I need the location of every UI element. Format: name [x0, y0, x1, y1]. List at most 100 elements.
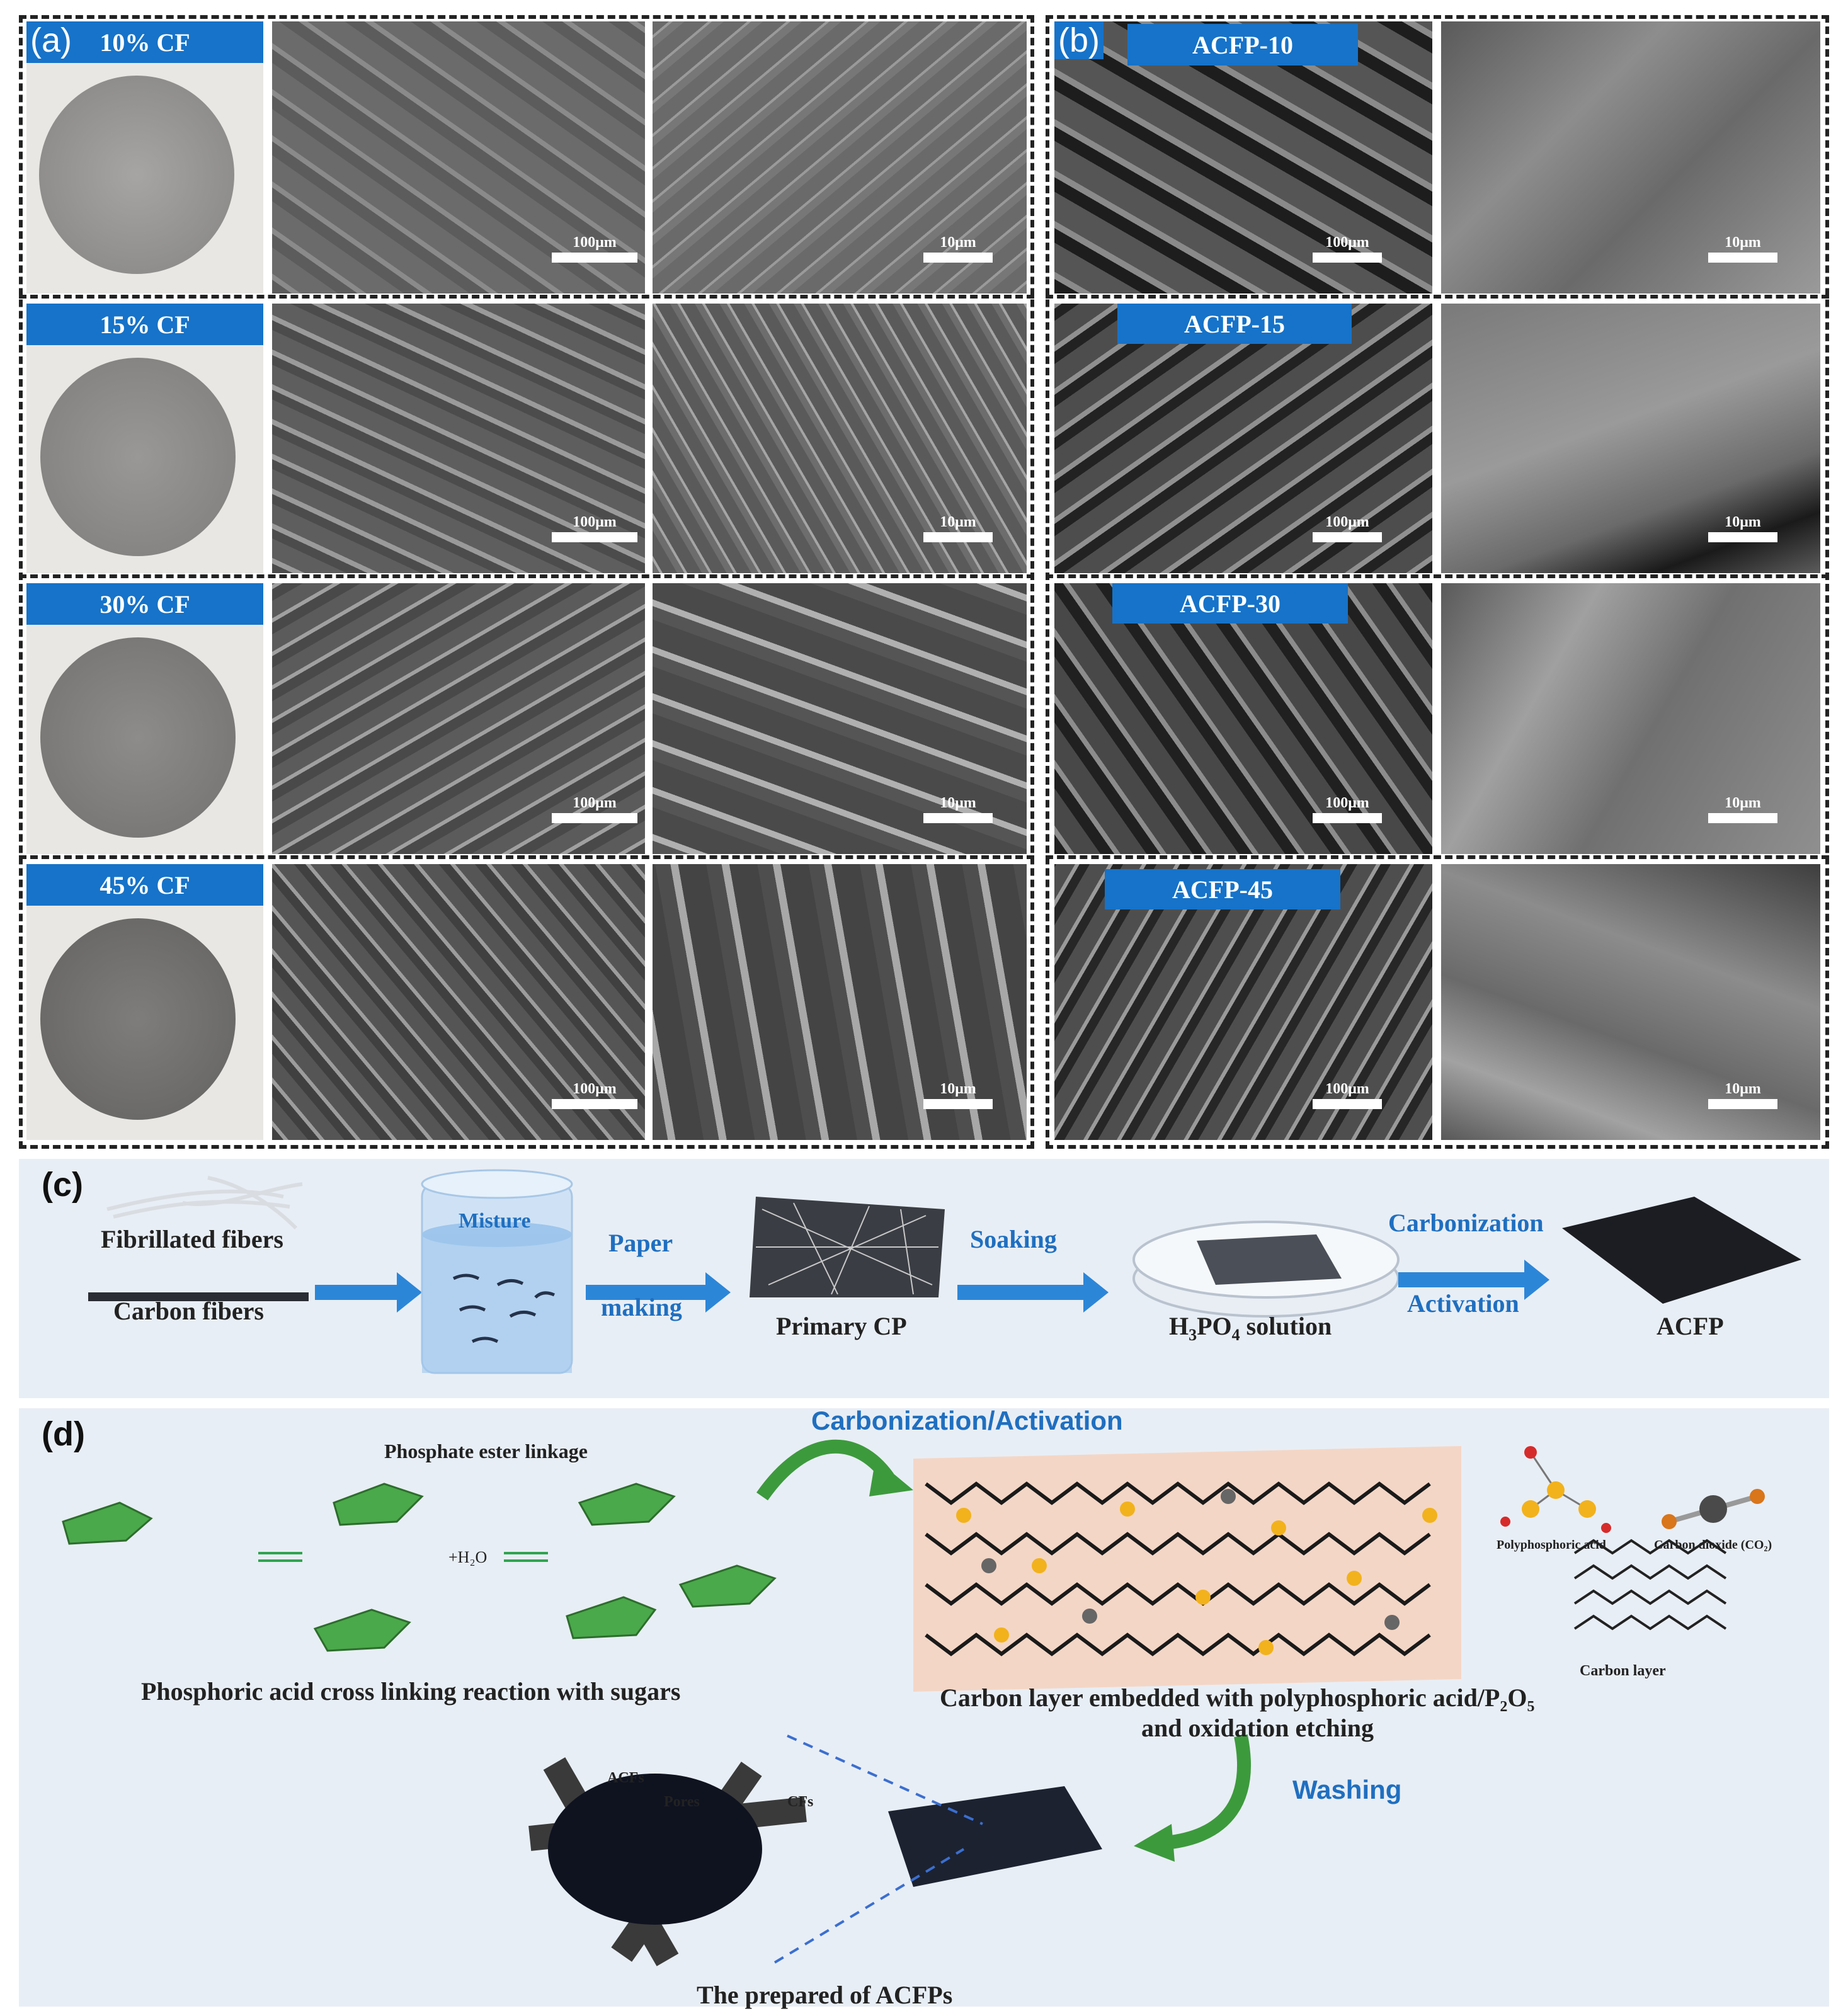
h3po4-sub: 3 [1189, 1326, 1197, 1344]
sem-image-high-mag [653, 583, 1027, 854]
row-divider [19, 574, 1034, 578]
scale-bar-100: 100μm [1313, 514, 1382, 542]
washing-arrow-head-icon [1134, 1824, 1175, 1862]
petri-dish-icon [1132, 1221, 1400, 1318]
sample-label: ACFP-45 [1105, 869, 1340, 909]
sem-image-high-mag [1441, 864, 1820, 1140]
scale-label: 10μm [1725, 514, 1761, 530]
h3po4-part: solution [1240, 1312, 1332, 1340]
misture-label: Misture [459, 1209, 531, 1233]
sem-image-high-mag [1441, 304, 1820, 573]
acfp-label: ACFP [1657, 1312, 1724, 1340]
panel-letter-c: (c) [42, 1166, 83, 1204]
panel-letter-a: (a) [26, 21, 76, 59]
panel-a-frame [19, 15, 1034, 1149]
sem-image-low-mag [1054, 21, 1432, 293]
sem-image-low-mag [1054, 583, 1432, 854]
sample-label: 30% CF [26, 583, 263, 625]
sample-photo [26, 625, 263, 854]
sem-image-low-mag [272, 304, 645, 573]
sem-image-high-mag [653, 21, 1027, 293]
cfs-label: CFs [787, 1794, 814, 1810]
scale-bar-100: 100μm [1313, 1081, 1382, 1109]
sample-label: 15% CF [26, 304, 263, 345]
scale-label: 10μm [940, 234, 976, 251]
arrow-icon [957, 1272, 1109, 1313]
sample-disc [39, 76, 234, 274]
carbon-layer-icon [1573, 1539, 1727, 1631]
washing-arrow-icon [1164, 1734, 1251, 1850]
pores-label: Pores [664, 1794, 700, 1810]
sample-disc [40, 637, 236, 838]
acfp-sheet-icon [888, 1786, 1102, 1887]
prepared-caption: The prepared of ACFPs [697, 1981, 953, 2009]
sample-disc [40, 918, 236, 1120]
sem-image-high-mag [653, 304, 1027, 573]
acf-cluster-icon [528, 1757, 807, 1966]
sugar-molecule-icon [62, 1483, 777, 1652]
carbon-layer-caption-2: and oxidation etching [1141, 1714, 1374, 1742]
panel-b-frame [1046, 15, 1829, 1149]
sample-photo [26, 63, 263, 293]
carbon-layer-label: Carbon layer [1580, 1663, 1666, 1679]
activation-label: Activation [1407, 1289, 1519, 1318]
arrow-icon [1398, 1260, 1549, 1300]
scale-bar-10: 10μm [923, 795, 993, 823]
sample-label: 45% CF [26, 864, 263, 906]
scale-label: 100μm [1325, 795, 1369, 811]
curved-arrow-icon [756, 1439, 894, 1501]
scale-bar-10: 10μm [923, 234, 993, 263]
carbonization-label: Carbonization [1388, 1209, 1544, 1237]
sample-photo [26, 906, 263, 1140]
sample-disc [40, 358, 236, 556]
water-label: +H₂O [448, 1548, 488, 1566]
equilibrium-arrow-icon [258, 1552, 548, 1562]
carbonization-activation-label: Carbonization/Activation [811, 1406, 1123, 1435]
scale-bar-10: 10μm [923, 1081, 993, 1109]
polyphosphoric-acid-icon [1500, 1446, 1611, 1533]
scale-label: 100μm [1325, 234, 1369, 251]
sem-image-high-mag [1441, 583, 1820, 854]
co2-label: Carbon dioxide (CO₂) [1654, 1538, 1772, 1552]
carbon-lattice-icon [913, 1446, 1461, 1692]
scale-bar-100: 100μm [552, 514, 637, 542]
row-divider [1046, 295, 1829, 299]
process-flow-diagram [88, 1169, 1801, 1374]
scale-label: 100μm [1325, 514, 1369, 530]
sem-image-low-mag [1054, 304, 1432, 573]
curved-arrow-head-icon [869, 1459, 913, 1496]
panel-letter-d: (d) [42, 1415, 85, 1453]
row-divider [19, 855, 1034, 859]
arrow-icon [586, 1272, 731, 1313]
scale-bar-100: 100μm [552, 1081, 637, 1109]
primary-cp-icon [750, 1197, 945, 1297]
sem-image-high-mag [653, 864, 1027, 1140]
scale-label: 10μm [940, 514, 976, 530]
scale-label: 100μm [1325, 1081, 1369, 1097]
making-label: making [601, 1293, 682, 1321]
sample-label: ACFP-10 [1127, 24, 1358, 66]
mechanism-diagram [62, 1439, 1765, 1966]
scale-label: 100μm [573, 234, 617, 251]
fibrillated-fibers-label: Fibrillated fibers [101, 1225, 283, 1253]
scale-label: 10μm [1725, 795, 1761, 811]
sem-image-high-mag [1441, 21, 1820, 293]
scale-label: 10μm [1725, 1081, 1761, 1097]
h3po4-label: H3PO4 solution [1169, 1311, 1332, 1345]
scale-bar-100: 100μm [1313, 795, 1382, 823]
carbon-fibers-label: Carbon fibers [113, 1297, 264, 1325]
acfp-sheet-icon [1562, 1197, 1801, 1304]
paper-label: Paper [608, 1229, 673, 1257]
carbon-layer-caption: Carbon layer embedded with polyphosphori… [940, 1683, 1535, 1712]
h3po4-sub: 4 [1231, 1326, 1240, 1344]
sem-image-low-mag [272, 864, 645, 1140]
sem-image-low-mag [1054, 864, 1432, 1140]
h3po4-part: PO [1197, 1312, 1232, 1340]
scale-bar-100: 100μm [1313, 234, 1382, 263]
scale-bar-10: 10μm [1708, 795, 1777, 823]
scale-label: 10μm [940, 795, 976, 811]
scale-bar-100: 100μm [552, 795, 637, 823]
scale-bar-10: 10μm [1708, 514, 1777, 542]
scale-label: 100μm [573, 514, 617, 530]
scale-label: 10μm [1725, 234, 1761, 251]
